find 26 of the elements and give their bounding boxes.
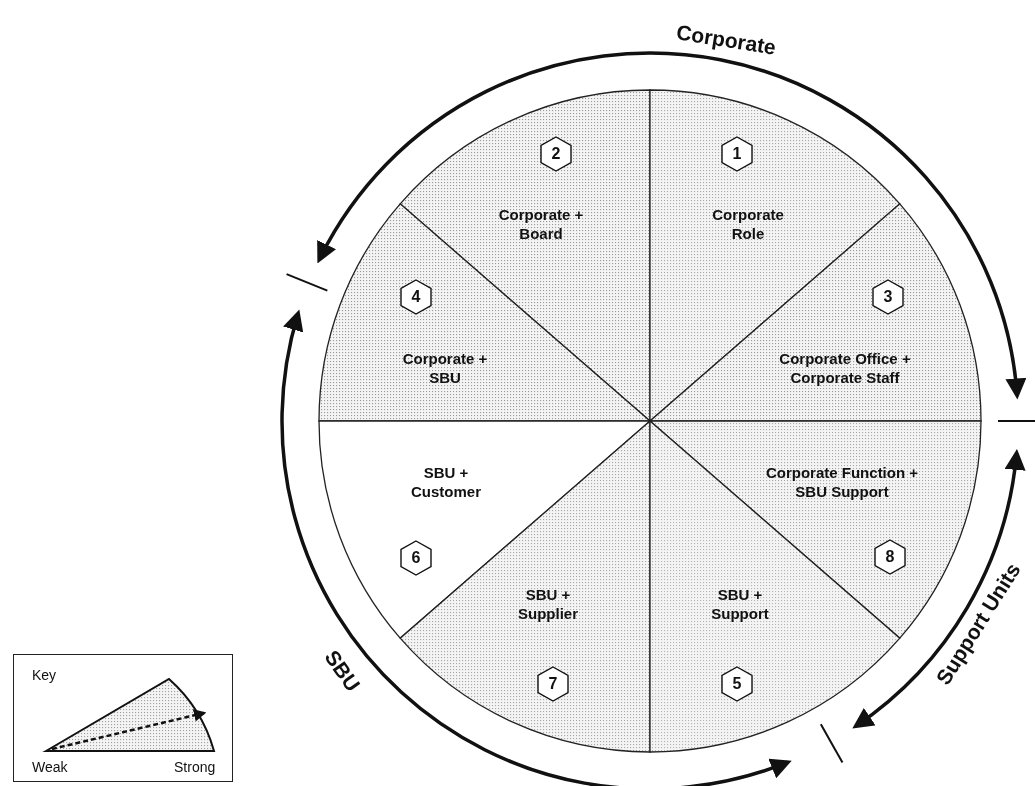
segment-label: Corporate + Board (497, 205, 585, 243)
segment-label: Corporate Function + SBU Support (764, 463, 920, 501)
key-text: Weak (32, 759, 68, 775)
key-text: Key (32, 667, 57, 683)
number-hexagon: 7 (536, 666, 570, 702)
key-text: Strong (174, 759, 216, 775)
segment-label: SBU + Supplier (517, 585, 579, 623)
number-hexagon: 3 (871, 279, 905, 315)
pie-segment (649, 89, 901, 422)
segment-label: SBU + Customer (410, 463, 482, 501)
number-hexagon: 5 (720, 666, 754, 702)
section-label: Corporate (674, 20, 778, 60)
number-hexagon: 8 (873, 539, 907, 575)
pie-segment (318, 420, 651, 640)
number-hexagon: 4 (399, 279, 433, 315)
pie-segment (399, 420, 651, 753)
segment-label: Corporate Role (711, 205, 785, 243)
number-hexagon: 6 (399, 540, 433, 576)
number-hexagon: 2 (539, 136, 573, 172)
pie-segment (318, 202, 651, 423)
pie-segment (399, 89, 651, 422)
segment-label: Corporate Office + Corporate Staff (778, 349, 912, 387)
segment-label: Corporate + SBU (401, 349, 489, 387)
pie-segment (649, 202, 982, 422)
segment-label: SBU + Support (710, 585, 770, 623)
number-hexagon: 1 (720, 136, 754, 172)
